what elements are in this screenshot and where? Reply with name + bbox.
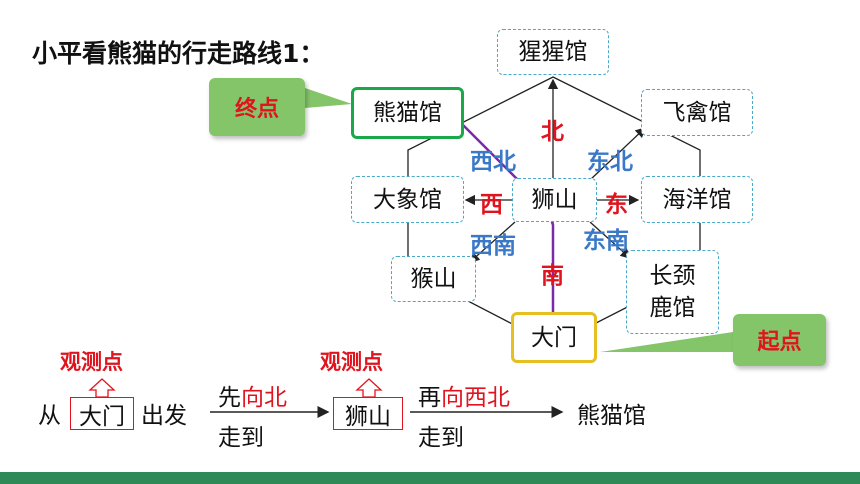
place-haiyang[interactable]: 海洋馆 <box>641 176 753 223</box>
flow-from: 从 <box>38 403 61 429</box>
observe-label-1: 观测点 <box>60 350 123 374</box>
flow-lion-box: 狮山 <box>333 397 403 430</box>
direction-west: 西 <box>480 192 503 218</box>
observe-arrow-2 <box>355 378 383 398</box>
place-changjinglu-line1: 长颈 <box>649 263 696 289</box>
place-xingxing[interactable]: 猩猩馆 <box>497 29 609 75</box>
start-callout-tail <box>600 332 733 352</box>
flow-step2-pre: 再 <box>418 385 441 411</box>
direction-south: 南 <box>541 263 564 289</box>
end-callout-tail <box>305 88 352 108</box>
place-daxiang[interactable]: 大象馆 <box>351 176 464 223</box>
bottom-bar <box>0 472 860 484</box>
flow-gate-box: 大门 <box>70 397 134 430</box>
place-feiqin[interactable]: 飞禽馆 <box>641 89 753 136</box>
place-shishan[interactable]: 狮山 <box>512 178 597 222</box>
flow-step2-walk: 走到 <box>418 425 464 451</box>
place-changjinglu-line2: 鹿馆 <box>649 295 696 321</box>
place-xiongmao[interactable]: 熊猫馆 <box>351 87 464 139</box>
place-houshan[interactable]: 猴山 <box>391 256 476 302</box>
flow-step2-top: 再向西北 <box>418 378 510 412</box>
arrow-northeast <box>589 127 646 181</box>
place-changjinglu[interactable]: 长颈 鹿馆 <box>626 250 719 334</box>
direction-north: 北 <box>541 119 564 145</box>
flow-step1-walk: 走到 <box>218 425 264 451</box>
flow-step1-dir: 向北 <box>241 385 287 411</box>
place-damen[interactable]: 大门 <box>511 312 597 363</box>
arrow-southeast <box>589 221 631 259</box>
flow-step1-top: 先向北 <box>218 378 287 412</box>
direction-southeast: 东南 <box>583 228 629 254</box>
arrow-southwest <box>469 221 516 263</box>
direction-southwest: 西南 <box>470 233 516 259</box>
page-title: 小平看熊猫的行走路线1： <box>32 39 325 68</box>
flow-destination: 熊猫馆 <box>577 403 646 429</box>
observe-arrow-1 <box>88 378 116 398</box>
direction-east: 东 <box>605 192 628 218</box>
end-callout: 终点 <box>209 78 305 136</box>
flow-step1-pre: 先 <box>218 385 241 411</box>
direction-northwest: 西北 <box>470 149 516 175</box>
start-callout: 起点 <box>733 314 826 366</box>
direction-northeast: 东北 <box>587 149 633 175</box>
flow-depart: 出发 <box>141 403 187 429</box>
observe-label-2: 观测点 <box>320 350 383 374</box>
flow-step2-dir: 向西北 <box>441 385 510 411</box>
